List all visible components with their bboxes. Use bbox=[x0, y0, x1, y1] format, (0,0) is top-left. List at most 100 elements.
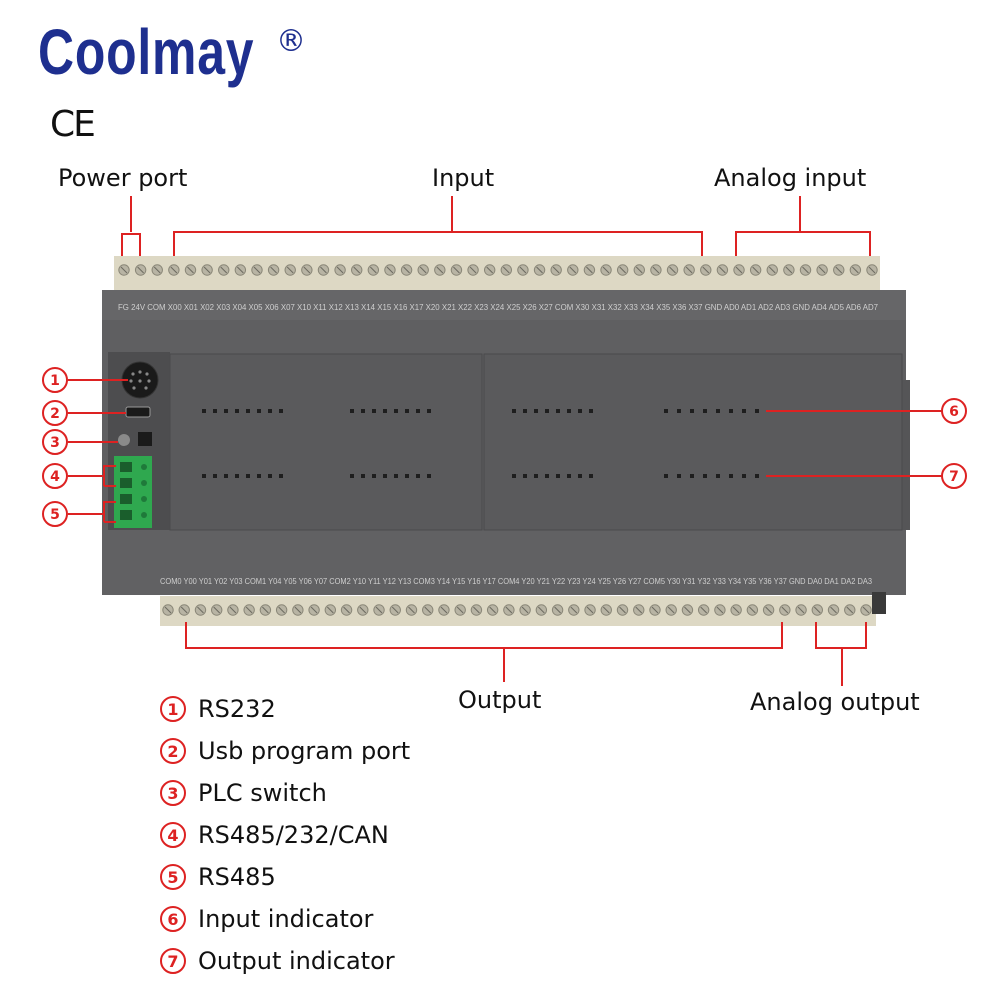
led-dot bbox=[213, 474, 217, 478]
left-cover bbox=[169, 353, 483, 531]
led-dot bbox=[427, 474, 431, 478]
led-dot bbox=[416, 474, 420, 478]
svg-text:6: 6 bbox=[949, 404, 959, 420]
legend-number: 1 bbox=[160, 696, 186, 722]
svg-text:4: 4 bbox=[50, 469, 60, 485]
bottom-terminal-labels: COM0 Y00 Y01 Y02 Y03 COM1 Y04 Y05 Y06 Y0… bbox=[160, 577, 873, 586]
legend-text: RS232 bbox=[198, 695, 276, 723]
svg-text:2: 2 bbox=[50, 406, 60, 422]
label-analog-input: Analog input bbox=[714, 164, 867, 192]
led-dot bbox=[416, 409, 420, 413]
led-dot bbox=[755, 474, 759, 478]
led-dot bbox=[578, 474, 582, 478]
bottom-terminal-screws bbox=[162, 604, 872, 616]
led-dot bbox=[224, 474, 228, 478]
led-dot bbox=[405, 474, 409, 478]
led-dot bbox=[350, 409, 354, 413]
led-dot bbox=[534, 474, 538, 478]
svg-text:5: 5 bbox=[50, 507, 60, 523]
led-dot bbox=[729, 474, 733, 478]
led-dot bbox=[729, 409, 733, 413]
legend-text: Input indicator bbox=[198, 905, 374, 933]
callout-5: 5 bbox=[42, 501, 68, 527]
led-dot bbox=[405, 409, 409, 413]
callout-3: 3 bbox=[42, 429, 68, 455]
led-dot bbox=[742, 474, 746, 478]
legend-text: PLC switch bbox=[198, 779, 327, 807]
svg-text:7: 7 bbox=[949, 469, 959, 485]
led-dot bbox=[534, 409, 538, 413]
led-dot bbox=[257, 474, 261, 478]
led-dot bbox=[523, 474, 527, 478]
led-dot bbox=[279, 474, 283, 478]
led-dot bbox=[556, 409, 560, 413]
usb-port bbox=[125, 406, 151, 418]
legend-text: RS485 bbox=[198, 863, 276, 891]
led-dot bbox=[268, 409, 272, 413]
svg-text:3: 3 bbox=[50, 435, 60, 451]
brand-logo: Coolmay bbox=[38, 16, 255, 88]
legend-number: 5 bbox=[160, 864, 186, 890]
led-dot bbox=[213, 409, 217, 413]
led-dot bbox=[742, 409, 746, 413]
led-dot bbox=[545, 409, 549, 413]
led-dot bbox=[755, 409, 759, 413]
led-dot bbox=[268, 474, 272, 478]
led-dot bbox=[567, 474, 571, 478]
led-dot bbox=[567, 409, 571, 413]
label-analog-output: Analog output bbox=[750, 688, 920, 716]
callout-4: 4 bbox=[42, 463, 68, 489]
led-dot bbox=[589, 474, 593, 478]
top-brackets bbox=[121, 196, 871, 262]
registered-mark: ® bbox=[276, 24, 306, 59]
led-dot bbox=[202, 474, 206, 478]
left-callout-lines bbox=[68, 379, 942, 523]
legend-number: 4 bbox=[160, 822, 186, 848]
led-dot bbox=[556, 474, 560, 478]
legend-item: 7 Output indicator bbox=[160, 940, 410, 982]
top-terminal-screws bbox=[118, 264, 878, 276]
led-dot bbox=[690, 474, 694, 478]
callout-7: 7 bbox=[941, 463, 967, 489]
ce-mark: CE bbox=[50, 104, 96, 145]
led-dot bbox=[350, 474, 354, 478]
led-dot bbox=[677, 409, 681, 413]
led-dot bbox=[512, 474, 516, 478]
led-dot bbox=[512, 409, 516, 413]
led-dot bbox=[703, 409, 707, 413]
legend-number: 6 bbox=[160, 906, 186, 932]
callout-circles: 1 2 3 4 5 6 7 bbox=[42, 367, 967, 527]
led-dot bbox=[427, 409, 431, 413]
led-dot bbox=[703, 474, 707, 478]
led-dot bbox=[235, 474, 239, 478]
callout-6: 6 bbox=[941, 398, 967, 424]
callout-1: 1 bbox=[42, 367, 68, 393]
led-dot bbox=[372, 409, 376, 413]
led-dot bbox=[257, 409, 261, 413]
legend-item: 6 Input indicator bbox=[160, 898, 410, 940]
plc-diagram: FG 24V COM X00 X01 X02 X03 X04 X05 X06 X… bbox=[42, 196, 967, 686]
led-dot bbox=[279, 409, 283, 413]
led-dot bbox=[246, 474, 250, 478]
plc-body-lower bbox=[102, 530, 906, 595]
led-dot bbox=[578, 409, 582, 413]
led-dot bbox=[361, 409, 365, 413]
led-dot bbox=[394, 474, 398, 478]
led-dot bbox=[383, 474, 387, 478]
top-terminal-labels: FG 24V COM X00 X01 X02 X03 X04 X05 X06 X… bbox=[118, 303, 879, 312]
bottom-brackets bbox=[185, 622, 867, 686]
legend-text: Output indicator bbox=[198, 947, 395, 975]
led-dot bbox=[235, 409, 239, 413]
svg-text:1: 1 bbox=[50, 373, 60, 389]
led-dot bbox=[372, 474, 376, 478]
label-output: Output bbox=[458, 686, 542, 714]
right-cover bbox=[483, 353, 903, 531]
label-power-port: Power port bbox=[58, 164, 188, 192]
legend-item: 5 RS485 bbox=[160, 856, 410, 898]
legend-number: 7 bbox=[160, 948, 186, 974]
led-dot bbox=[677, 474, 681, 478]
